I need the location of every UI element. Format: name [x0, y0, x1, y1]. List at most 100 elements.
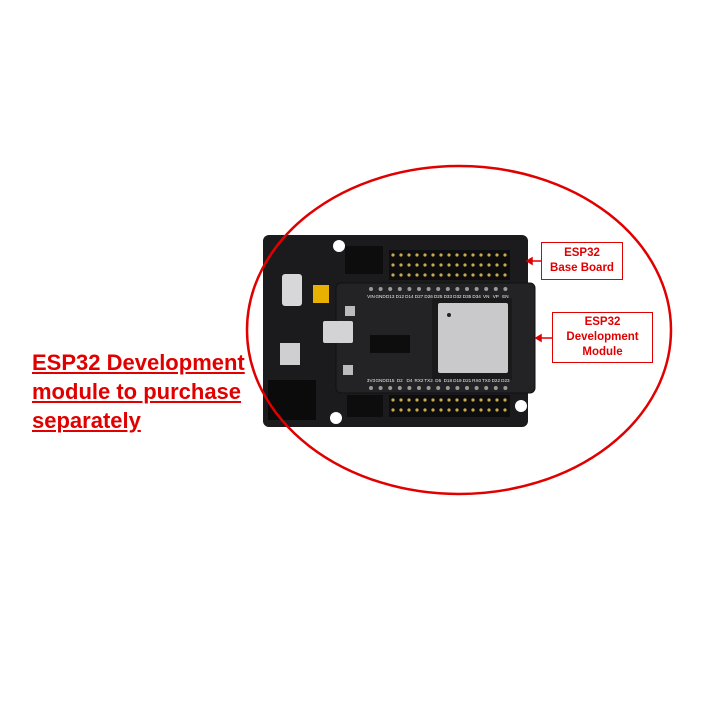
pin-label: D33	[444, 294, 453, 299]
caption-line: ESP32 Development	[32, 350, 245, 375]
header-pin	[423, 398, 427, 402]
header-pin	[431, 408, 435, 412]
module-pin	[465, 287, 469, 291]
pin-label: D14	[405, 294, 414, 299]
header-pin	[423, 253, 427, 257]
pin-label: D34	[472, 294, 481, 299]
pin-label: D15	[386, 378, 395, 383]
pin-label: D12	[396, 294, 405, 299]
base-board-label: ESP32 Base Board	[541, 242, 623, 280]
pin-label: D32	[453, 294, 462, 299]
module-pin	[465, 386, 469, 390]
header-pin	[439, 408, 443, 412]
pin-label: D21	[463, 378, 472, 383]
header-pin	[407, 408, 411, 412]
header-pin	[391, 253, 395, 257]
header-pin	[471, 408, 475, 412]
module-pin	[417, 287, 421, 291]
module-pin	[397, 386, 402, 390]
esp32-shield	[438, 303, 508, 373]
label-line: Base Board	[550, 262, 614, 274]
header-pin	[423, 408, 427, 412]
jumper	[313, 285, 329, 303]
header-pin	[503, 263, 507, 267]
module-pin	[369, 287, 373, 291]
header-pin	[407, 253, 411, 257]
header-pin	[487, 253, 491, 257]
base-top-headers	[389, 250, 510, 280]
header-pin	[447, 273, 451, 277]
header-pin	[471, 398, 475, 402]
header-pin	[487, 273, 491, 277]
header-pin	[399, 398, 403, 402]
pin-label: 3V3	[367, 378, 376, 383]
header-pin	[415, 408, 419, 412]
header-pin	[415, 273, 419, 277]
pin-label: RX0	[472, 378, 481, 383]
header-pin	[439, 253, 443, 257]
header-block	[389, 395, 510, 417]
header-pin	[407, 263, 411, 267]
module-pin	[445, 287, 450, 291]
en-button	[345, 306, 355, 316]
header-pin	[447, 253, 451, 257]
header-pin	[495, 263, 499, 267]
label-line: ESP32	[564, 247, 600, 259]
module-pin	[397, 287, 402, 291]
base-bottom-headers	[347, 395, 510, 417]
header-pin	[391, 263, 395, 267]
mount-hole	[515, 400, 527, 412]
usb-uart-chip	[370, 335, 410, 353]
label-line: Development	[566, 331, 639, 343]
module-pin	[455, 386, 460, 390]
pin-label: VP	[493, 294, 499, 299]
header-pin	[447, 398, 451, 402]
header-pin	[471, 273, 475, 277]
module-pin	[445, 386, 450, 390]
module-usb-c	[323, 321, 353, 343]
pin-label: TX2	[424, 378, 433, 383]
module-pin	[369, 386, 373, 390]
header-pin	[495, 273, 499, 277]
pin-label: GND	[375, 294, 386, 299]
header-pin	[503, 253, 507, 257]
module-pin	[407, 287, 412, 291]
header-pin	[479, 273, 483, 277]
header-pin	[487, 263, 491, 267]
header-pin	[415, 253, 419, 257]
header-pin	[487, 398, 491, 402]
header-pin	[455, 408, 459, 412]
header-pin	[415, 263, 419, 267]
header-pin	[455, 253, 459, 257]
module-pin	[484, 287, 489, 291]
header-pin	[439, 263, 443, 267]
header-pin	[503, 408, 507, 412]
module-pin	[407, 386, 412, 390]
header-pin	[479, 253, 483, 257]
header-pin	[471, 263, 475, 267]
header-pin	[455, 273, 459, 277]
header-pin	[399, 273, 403, 277]
header-pin	[439, 398, 443, 402]
pin-label: D5	[435, 378, 441, 383]
arrow-base-board	[525, 256, 541, 266]
header-pin	[495, 408, 499, 412]
pin-label: D25	[434, 294, 443, 299]
pin-label: GND	[375, 378, 386, 383]
header-pin	[399, 408, 403, 412]
boot-button	[343, 365, 353, 375]
header-pin	[439, 273, 443, 277]
power-header	[345, 246, 383, 274]
header-pin	[431, 253, 435, 257]
micro-usb-port	[280, 343, 300, 365]
module-pin	[503, 386, 508, 390]
pin-label: D4	[406, 378, 412, 383]
header-pin	[407, 398, 411, 402]
header-pin	[463, 398, 467, 402]
module-pin	[474, 386, 479, 390]
header-pin	[487, 408, 491, 412]
header-pin	[431, 398, 435, 402]
